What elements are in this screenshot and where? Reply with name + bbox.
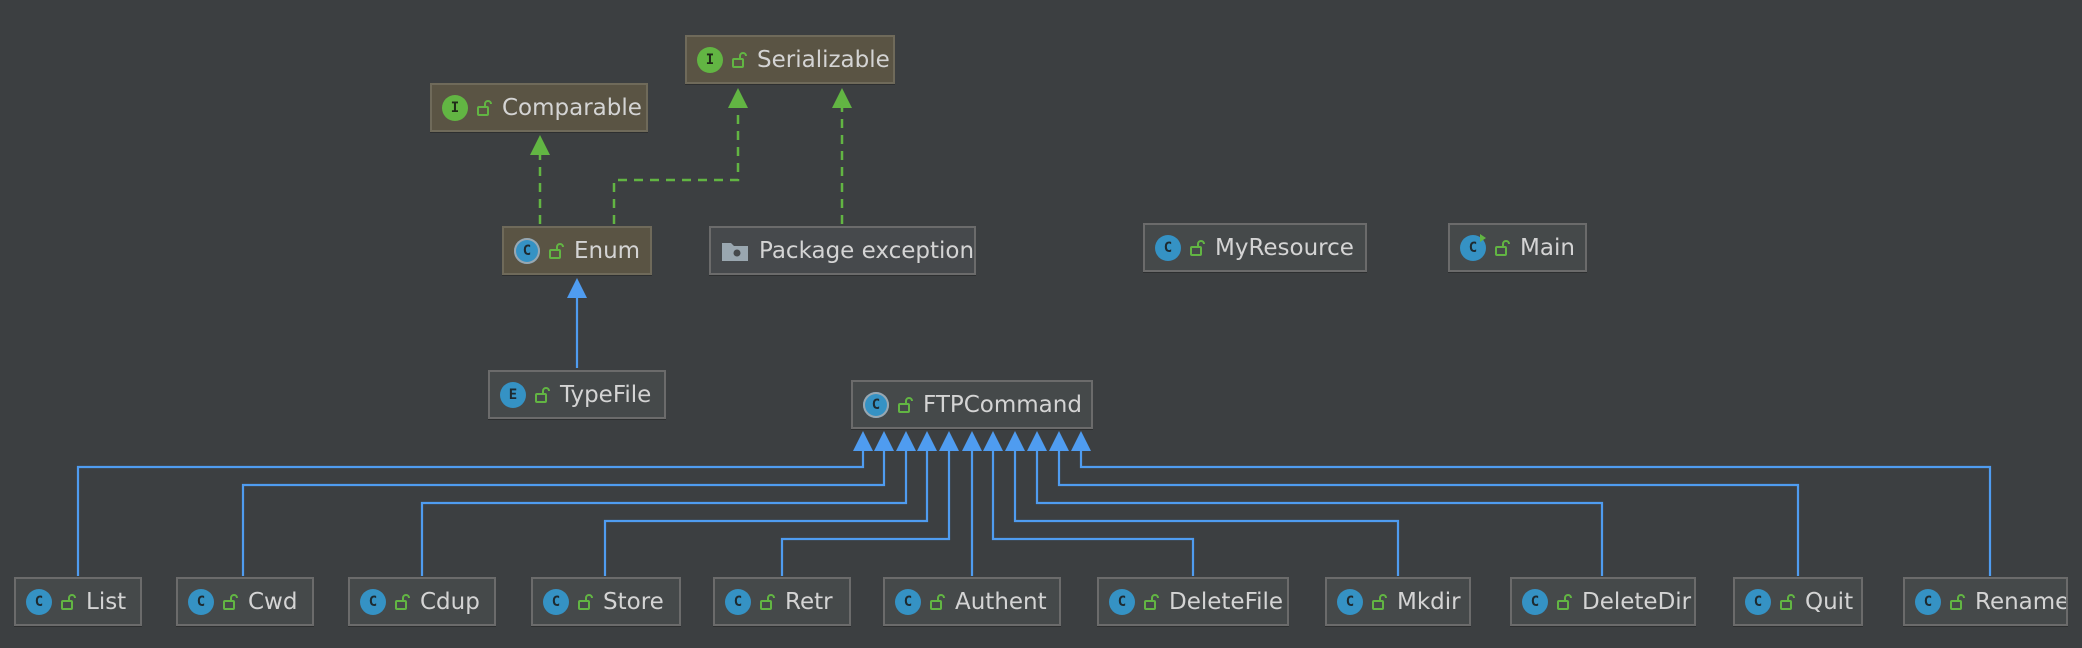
node-label: Package exception bbox=[759, 237, 975, 264]
public-lock-icon bbox=[732, 51, 747, 68]
class-icon: C bbox=[1337, 588, 1363, 615]
class-icon: C bbox=[895, 588, 921, 615]
node-enum[interactable]: C Enum bbox=[502, 226, 652, 275]
node-label: Mkdir bbox=[1397, 588, 1461, 615]
public-lock-icon bbox=[1557, 593, 1572, 610]
node-package-exception[interactable]: Package exception bbox=[709, 226, 976, 275]
node-comparable[interactable]: I Comparable bbox=[430, 83, 648, 132]
class-icon: C bbox=[1745, 588, 1771, 615]
public-lock-icon bbox=[1372, 593, 1387, 610]
public-lock-icon bbox=[1495, 239, 1510, 256]
class-icon: C bbox=[543, 588, 569, 615]
public-lock-icon bbox=[1950, 593, 1965, 610]
edge-cdup-ftpcommand bbox=[420, 451, 908, 576]
node-myresource[interactable]: C MyResource bbox=[1143, 223, 1367, 272]
implements-arrowheads bbox=[530, 88, 852, 155]
node-label: Retr bbox=[785, 588, 833, 615]
node-main[interactable]: C Main bbox=[1448, 223, 1587, 272]
public-lock-icon bbox=[1144, 593, 1159, 610]
edge-store-ftpcommand bbox=[603, 451, 929, 576]
public-lock-icon bbox=[930, 593, 945, 610]
node-label: Enum bbox=[574, 237, 641, 264]
class-icon: C bbox=[1109, 588, 1135, 615]
edge-deletedir-ftpcommand bbox=[1035, 451, 1604, 576]
node-label: TypeFile bbox=[560, 381, 652, 408]
edge-deletefile-ftpcommand bbox=[991, 451, 1195, 576]
abstract-class-icon: C bbox=[863, 391, 889, 418]
edge-list-ftpcommand bbox=[76, 451, 865, 576]
node-label: Quit bbox=[1805, 588, 1854, 615]
edge-retr-ftpcommand bbox=[780, 451, 951, 576]
public-lock-icon bbox=[1190, 239, 1205, 256]
implements-edges bbox=[538, 108, 844, 224]
node-label: List bbox=[86, 588, 127, 615]
node-label: Serializable bbox=[757, 46, 890, 73]
public-lock-icon bbox=[1780, 593, 1795, 610]
node-label: DeleteFile bbox=[1169, 588, 1284, 615]
interface-icon: I bbox=[442, 94, 468, 121]
edge-mkdir-ftpcommand bbox=[1013, 451, 1400, 576]
edge-rename-ftpcommand bbox=[1079, 451, 1992, 576]
node-rename[interactable]: C Rename bbox=[1903, 577, 2068, 626]
node-typefile[interactable]: E TypeFile bbox=[488, 370, 666, 419]
node-label: FTPCommand bbox=[923, 391, 1082, 418]
public-lock-icon bbox=[549, 242, 564, 259]
class-icon: C bbox=[1155, 234, 1181, 261]
node-label: Cdup bbox=[420, 588, 480, 615]
public-lock-icon bbox=[898, 396, 913, 413]
node-label: MyResource bbox=[1215, 234, 1354, 261]
public-lock-icon bbox=[760, 593, 775, 610]
public-lock-icon bbox=[61, 593, 76, 610]
node-cwd[interactable]: C Cwd bbox=[176, 577, 314, 626]
edge-cwd-ftpcommand bbox=[241, 451, 886, 576]
node-label: Rename bbox=[1975, 588, 2068, 615]
class-icon: C bbox=[1915, 588, 1941, 615]
edge-enum-serializable bbox=[612, 108, 740, 224]
node-label: DeleteDir bbox=[1582, 588, 1692, 615]
class-icon: C bbox=[1522, 588, 1548, 615]
package-folder-icon bbox=[722, 242, 748, 261]
node-ftpcommand[interactable]: C FTPCommand bbox=[851, 380, 1093, 429]
class-icon: C bbox=[188, 588, 214, 615]
node-deletedir[interactable]: C DeleteDir bbox=[1510, 577, 1696, 626]
enum-icon: E bbox=[500, 381, 526, 408]
node-deletefile[interactable]: C DeleteFile bbox=[1097, 577, 1289, 626]
node-label: Cwd bbox=[248, 588, 298, 615]
interface-icon: I bbox=[697, 46, 723, 73]
node-label: Main bbox=[1520, 234, 1575, 261]
public-lock-icon bbox=[477, 99, 492, 116]
node-retr[interactable]: C Retr bbox=[713, 577, 851, 626]
public-lock-icon bbox=[578, 593, 593, 610]
extends-edges bbox=[76, 298, 1992, 576]
abstract-class-icon: C bbox=[514, 237, 540, 264]
node-label: Store bbox=[603, 588, 664, 615]
class-icon: C bbox=[725, 588, 751, 615]
node-label: Comparable bbox=[502, 94, 642, 121]
node-authent[interactable]: C Authent bbox=[883, 577, 1061, 626]
main-class-icon: C bbox=[1460, 234, 1486, 261]
public-lock-icon bbox=[223, 593, 238, 610]
node-cdup[interactable]: C Cdup bbox=[348, 577, 496, 626]
extends-arrowheads bbox=[567, 278, 1091, 451]
edge-quit-ftpcommand bbox=[1057, 451, 1800, 576]
class-icon: C bbox=[360, 588, 386, 615]
public-lock-icon bbox=[395, 593, 410, 610]
class-icon: C bbox=[26, 588, 52, 615]
node-quit[interactable]: C Quit bbox=[1733, 577, 1863, 626]
node-label: Authent bbox=[955, 588, 1047, 615]
node-serializable[interactable]: I Serializable bbox=[685, 35, 895, 84]
node-store[interactable]: C Store bbox=[531, 577, 681, 626]
node-mkdir[interactable]: C Mkdir bbox=[1325, 577, 1471, 626]
public-lock-icon bbox=[535, 386, 550, 403]
node-list[interactable]: C List bbox=[14, 577, 142, 626]
